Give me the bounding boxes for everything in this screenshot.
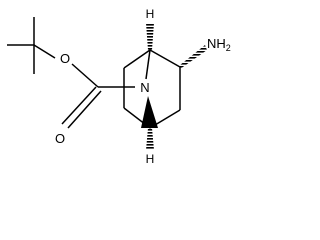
- bridge-nitrogen-label: N: [140, 80, 149, 95]
- carbonyl-oxygen-label: O: [55, 131, 65, 146]
- bond-carbonyl-double-a: [61, 86, 97, 125]
- bond-nitrogen-to-bridgehead-top: [145, 49, 151, 80]
- chemical-structure: O O N NH2 H H: [7, 7, 231, 166]
- bond-carbonyl-double-b: [67, 90, 102, 129]
- wedge-bond-nitrogen-to-bridgehead-bottom: [141, 96, 158, 128]
- amine-label: NH2: [207, 36, 231, 53]
- ester-oxygen-label: O: [60, 51, 70, 66]
- hashed-bond-to-amine: [180, 45, 207, 69]
- bond-tbu-to-oxygen: [33, 44, 56, 59]
- bond-oxygen-to-carbonyl: [71, 63, 99, 88]
- bottom-hydrogen-label: H: [146, 152, 155, 166]
- carbamate-group: [61, 63, 135, 129]
- tert-butyl-group: [7, 17, 56, 74]
- bond-bridgehead-top-to-ch2-upper: [123, 49, 151, 69]
- hashed-bond-to-bottom-hydrogen: [146, 128, 154, 150]
- amine-main-text: NH: [207, 36, 226, 51]
- top-hydrogen-label: H: [146, 7, 155, 21]
- bond-bridgehead-top-to-c-amine: [149, 49, 181, 68]
- hashed-bond-to-top-hydrogen: [146, 23, 154, 50]
- amine-subscript: 2: [226, 43, 231, 53]
